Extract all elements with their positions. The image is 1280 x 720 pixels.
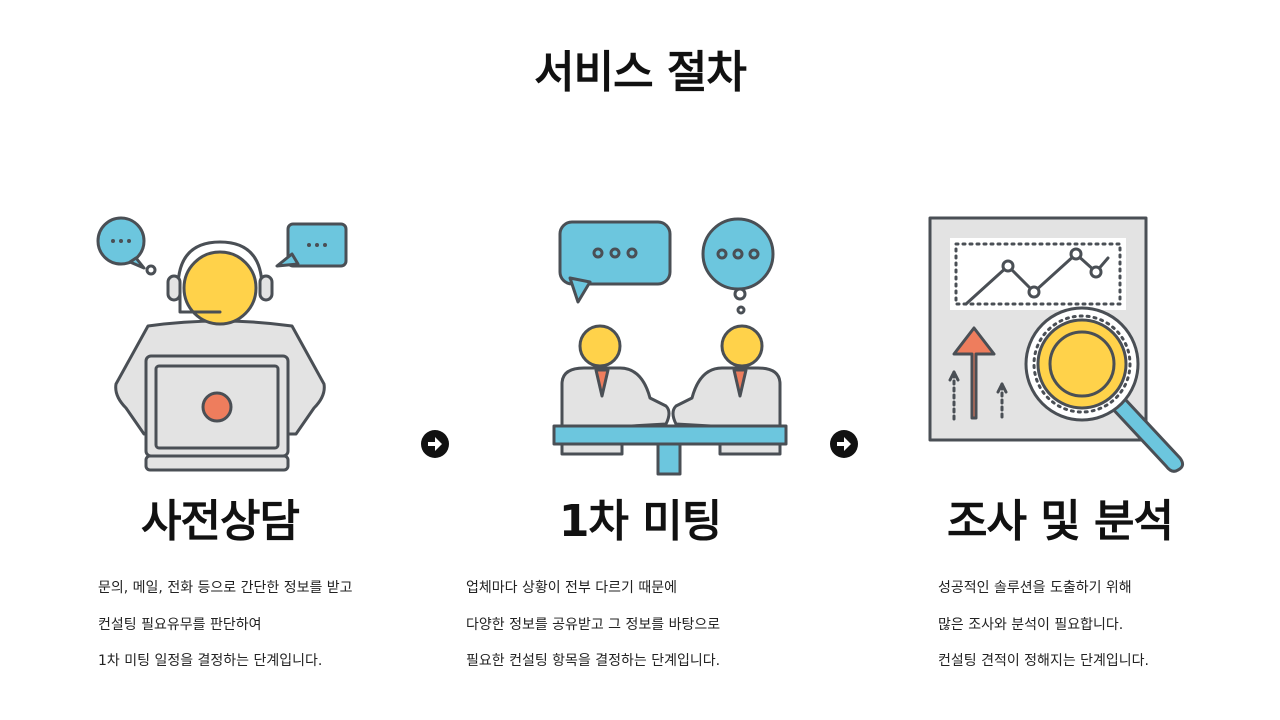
description-line: 다양한 정보를 공유받고 그 정보를 바탕으로	[466, 616, 721, 633]
step-title: 조사 및 분석	[946, 496, 1174, 547]
consultant-headset-laptop-icon	[96, 216, 348, 472]
page-title: 서비스 절차	[534, 47, 747, 98]
description-line: 업체마다 상황이 전부 다르기 때문에	[466, 580, 677, 596]
description-line: 문의, 메일, 전화 등으로 간단한 정보를 받고	[98, 580, 353, 596]
chart-magnifier-analysis-icon	[928, 216, 1185, 473]
step-consultation: 사전상담 문의, 메일, 전화 등으로 간단한 정보를 받고 컨설팅 필요유무를…	[40, 208, 400, 680]
description-line: 컨설팅 견적이 정해지는 단계입니다.	[938, 653, 1149, 669]
description-line: 컨설팅 필요유무를 판단하여	[98, 616, 262, 633]
arrow-right-icon	[830, 430, 858, 458]
step-first-meeting: 1차 미팅 업체마다 상황이 전부 다르기 때문에 다양한 정보를 공유받고 그…	[460, 208, 820, 680]
description-line: 성공적인 솔루션을 도출하기 위해	[938, 580, 1132, 596]
description-line: 많은 조사와 분석이 필요합니다.	[938, 616, 1124, 633]
step-title: 1차 미팅	[558, 496, 722, 547]
step-title: 사전상담	[141, 496, 300, 547]
step-description: 성공적인 솔루션을 도출하기 위해 많은 조사와 분석이 필요합니다. 컨설팅 …	[938, 570, 1240, 680]
step-research-analysis: 조사 및 분석 성공적인 솔루션을 도출하기 위해 많은 조사와 분석이 필요합…	[880, 208, 1240, 680]
step-description: 업체마다 상황이 전부 다르기 때문에 다양한 정보를 공유받고 그 정보를 바…	[466, 570, 820, 680]
meeting-two-people-icon	[552, 217, 788, 476]
step-description: 문의, 메일, 전화 등으로 간단한 정보를 받고 컨설팅 필요유무를 판단하여…	[98, 570, 400, 680]
arrow-right-icon	[421, 430, 449, 458]
description-line: 필요한 컨설팅 항목을 결정하는 단계입니다.	[466, 653, 721, 669]
description-line: 1차 미팅 일정을 결정하는 단계입니다.	[98, 653, 323, 669]
